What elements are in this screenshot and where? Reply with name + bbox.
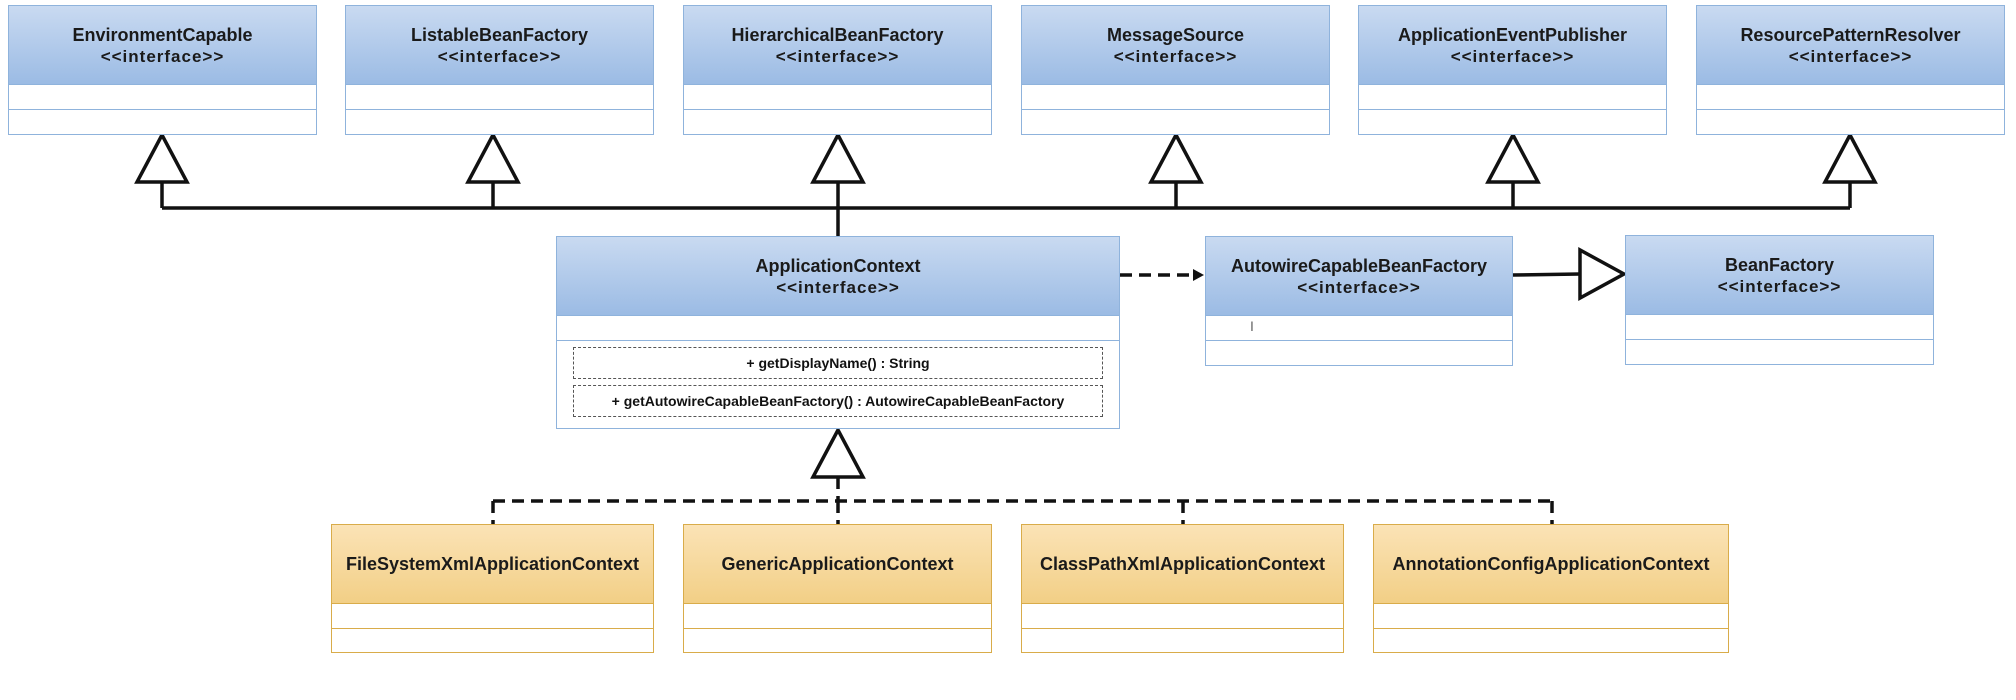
class-name: BeanFactory [1724, 254, 1835, 275]
operations-section [1374, 628, 1728, 653]
attributes-section [1697, 84, 2004, 109]
class-name: MessageSource [1106, 24, 1245, 45]
class-name: FileSystemXmlApplicationContext [345, 554, 640, 574]
text-cursor-icon: I [1250, 318, 1254, 334]
class-name: ResourcePatternResolver [1740, 24, 1961, 45]
dependency-arrow [1120, 269, 1204, 281]
generalization-branch-listable [465, 131, 521, 208]
interface-listable-bean-factory[interactable]: ListableBeanFactory <<interface>> [345, 5, 654, 135]
stereotype-label: <<interface>> [1297, 277, 1421, 297]
generalization-branch-eventpublisher [1485, 131, 1541, 208]
attributes-section [9, 84, 316, 109]
stereotype-label: <<interface>> [775, 46, 900, 66]
stereotype-label: <<interface>> [437, 46, 562, 66]
stereotype-label: <<interface>> [1788, 46, 1913, 66]
interface-application-context[interactable]: ApplicationContext <<interface>> + getDi… [556, 236, 1120, 429]
class-header: ApplicationEventPublisher <<interface>> [1359, 6, 1666, 84]
class-name: GenericApplicationContext [721, 554, 954, 574]
class-classpath-xml-application-context[interactable]: ClassPathXmlApplicationContext [1021, 524, 1344, 653]
inheritance-arrowhead [465, 131, 521, 184]
operations-section [9, 109, 316, 134]
attributes-section [1022, 603, 1343, 628]
attributes-section [1022, 84, 1329, 109]
interface-application-event-publisher[interactable]: ApplicationEventPublisher <<interface>> [1358, 5, 1667, 135]
interface-environment-capable[interactable]: EnvironmentCapable <<interface>> [8, 5, 317, 135]
class-filesystem-xml-application-context[interactable]: FileSystemXmlApplicationContext [331, 524, 654, 653]
operations-section [684, 109, 991, 134]
class-header: BeanFactory <<interface>> [1626, 236, 1933, 314]
operations-section [1022, 628, 1343, 653]
inheritance-arrowhead [1578, 247, 1628, 301]
class-header: GenericApplicationContext [684, 525, 991, 603]
attributes-section [1374, 603, 1728, 628]
interface-resource-pattern-resolver[interactable]: ResourcePatternResolver <<interface>> [1696, 5, 2005, 135]
stereotype-label: <<interface>> [1717, 276, 1842, 296]
realization-arrowhead [810, 426, 866, 479]
attributes-section [346, 84, 653, 109]
attributes-section [684, 603, 991, 628]
class-header: ClassPathXmlApplicationContext [1022, 525, 1343, 603]
stereotype-label: <<interface>> [776, 277, 900, 297]
operation-get-display-name[interactable]: + getDisplayName() : String [573, 347, 1103, 379]
generalization-branch-environment [134, 131, 190, 208]
class-generic-application-context[interactable]: GenericApplicationContext [683, 524, 992, 653]
generalization-branch-resourcepattern [1822, 131, 1878, 208]
class-header: MessageSource <<interface>> [1022, 6, 1329, 84]
stereotype-label: <<interface>> [1450, 46, 1575, 66]
class-name: ListableBeanFactory [410, 24, 589, 45]
operations-section [1206, 340, 1512, 365]
stereotype-label: <<interface>> [100, 46, 225, 66]
attributes-section [1626, 314, 1933, 339]
class-header: EnvironmentCapable <<interface>> [9, 6, 316, 84]
inheritance-arrowhead [134, 131, 190, 184]
stereotype-label: <<interface>> [1113, 46, 1238, 66]
class-name: ApplicationContext [755, 255, 921, 276]
operations-section [684, 628, 991, 653]
operations-section: + getDisplayName() : String + getAutowir… [557, 340, 1119, 425]
interface-bean-factory[interactable]: BeanFactory <<interface>> [1625, 235, 1934, 365]
operations-section [332, 628, 653, 653]
interface-message-source[interactable]: MessageSource <<interface>> [1021, 5, 1330, 135]
operations-section [1697, 109, 2004, 134]
class-name: ApplicationEventPublisher [1397, 24, 1628, 45]
operations-section [1626, 339, 1933, 364]
class-header: AnnotationConfigApplicationContext [1374, 525, 1728, 603]
class-header: FileSystemXmlApplicationContext [332, 525, 653, 603]
class-header: ResourcePatternResolver <<interface>> [1697, 6, 2004, 84]
attributes-section [332, 603, 653, 628]
class-header: AutowireCapableBeanFactory <<interface>> [1206, 237, 1512, 315]
operations-section [1022, 109, 1329, 134]
class-name: AutowireCapableBeanFactory [1230, 255, 1488, 276]
attributes-section [1359, 84, 1666, 109]
class-annotation-config-application-context[interactable]: AnnotationConfigApplicationContext [1373, 524, 1729, 653]
attributes-section: I [1206, 315, 1512, 340]
inheritance-arrowhead [1485, 131, 1541, 184]
interface-autowire-capable-bean-factory[interactable]: AutowireCapableBeanFactory <<interface>>… [1205, 236, 1513, 366]
operation-get-autowire-capable-bean-factory[interactable]: + getAutowireCapableBeanFactory() : Auto… [573, 385, 1103, 417]
class-header: HierarchicalBeanFactory <<interface>> [684, 6, 991, 84]
inheritance-arrowhead [1822, 131, 1878, 184]
generalization-branch-messagesource [1148, 131, 1204, 208]
class-name: HierarchicalBeanFactory [731, 24, 944, 45]
class-name: AnnotationConfigApplicationContext [1392, 554, 1710, 574]
interface-hierarchical-bean-factory[interactable]: HierarchicalBeanFactory <<interface>> [683, 5, 992, 135]
class-header: ApplicationContext <<interface>> [557, 237, 1119, 315]
generalization-branch-hierarchical [810, 131, 866, 208]
inheritance-arrowhead [810, 131, 866, 184]
operations-section [1359, 109, 1666, 134]
realization-tree [491, 426, 1554, 524]
inheritance-arrowhead [1148, 131, 1204, 184]
class-name: EnvironmentCapable [72, 24, 253, 45]
operations-section [346, 109, 653, 134]
attributes-section [684, 84, 991, 109]
autowire-to-beanfactory-generalization [1512, 247, 1628, 301]
class-header: ListableBeanFactory <<interface>> [346, 6, 653, 84]
attributes-section [557, 315, 1119, 340]
class-name: ClassPathXmlApplicationContext [1039, 554, 1326, 574]
